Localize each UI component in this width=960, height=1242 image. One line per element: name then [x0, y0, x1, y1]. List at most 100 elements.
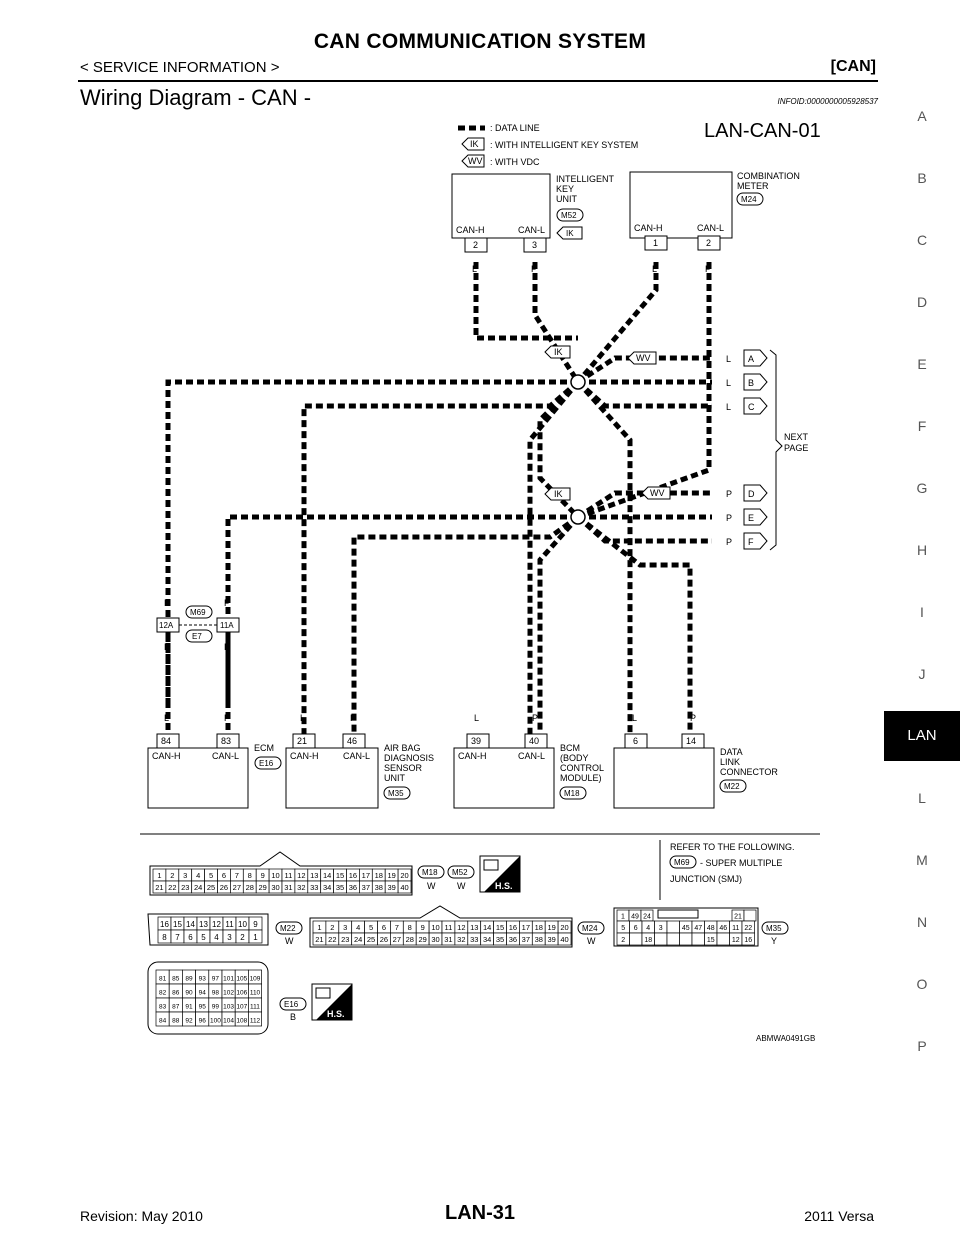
dlc-can-l-wire	[576, 515, 693, 735]
ik-pin-l-label: 3	[532, 240, 537, 250]
refer-line-2: - SUPER MULTIPLE	[700, 858, 782, 868]
airbag-name-2: DIAGNOSIS	[384, 753, 434, 763]
e16-pin-number: 107	[236, 1004, 247, 1011]
dlc-box	[613, 747, 715, 809]
joint-conn-bot: E7	[192, 632, 202, 641]
hs-symbol-upper: H.S.	[479, 855, 521, 893]
dlc-name-1: DATA	[720, 747, 743, 757]
face40-lower-pin-number: 21	[315, 935, 323, 944]
face40-upper-pin-number: 5	[209, 871, 213, 880]
next-wire-c: L	[726, 402, 731, 412]
index-letter-i[interactable]: I	[920, 604, 924, 620]
e16-pin-number: 101	[223, 976, 234, 983]
face-m18-color: W	[427, 881, 436, 891]
m35-r3-pin-number: 16	[744, 937, 752, 944]
index-letter-lan-active[interactable]: LAN	[884, 711, 960, 761]
m35-r2-pin-number: 22	[744, 925, 752, 932]
meter-wire-h-color: L	[652, 264, 657, 274]
meter-pin-h	[644, 235, 668, 251]
index-letter-p[interactable]: P	[917, 1038, 927, 1054]
face40-upper-pin-number: 35	[336, 883, 344, 892]
meter-can-l-label: CAN-L	[697, 223, 724, 233]
m35-r3-cell	[691, 932, 705, 946]
face16-pin-number: 10	[238, 920, 247, 929]
bcm-can-l-wire	[537, 515, 580, 735]
index-letter-l[interactable]: L	[918, 790, 926, 806]
m35-r1a-pin-number: 49	[631, 913, 639, 920]
face16-pin-number: 4	[214, 933, 219, 942]
m35-r2-pin-number: 4	[646, 925, 650, 932]
dlc-name-3: CONNECTOR	[720, 767, 778, 777]
wiring-diagram: .w{fill:none;stroke:#000;stroke-width:5;…	[140, 120, 821, 1043]
ik-pin-h-label: 2	[473, 240, 478, 250]
meter-conn-oval	[736, 192, 764, 206]
index-letter-c[interactable]: C	[916, 232, 928, 248]
face-m52-label: M52	[452, 868, 468, 877]
m35-r3-pin-number: 18	[644, 937, 652, 944]
dlc-wire-l-color: P	[690, 713, 696, 723]
e16-pin-number: 90	[185, 990, 193, 997]
face40-lower-pin-number: 25	[367, 935, 375, 944]
meter-conn: M24	[741, 195, 757, 204]
index-letter-f[interactable]: F	[917, 418, 927, 434]
next-wire-d: P	[726, 489, 732, 499]
e16-pin-number: 106	[236, 990, 247, 997]
airbag-can-l-wire	[351, 514, 580, 735]
face40-lower-pin-number: 18	[535, 923, 543, 932]
index-letter-o[interactable]: O	[916, 976, 928, 992]
face16-pin-number: 9	[253, 920, 258, 929]
face16-pin-number: 7	[175, 933, 180, 942]
face40-upper-pin-number: 30	[271, 883, 279, 892]
airbag-name-3: SENSOR	[384, 763, 423, 773]
face40-lower-pin-number: 32	[457, 935, 465, 944]
index-letter-m[interactable]: M	[916, 852, 928, 868]
face16-pin-number: 6	[188, 933, 193, 942]
legend-ik-desc: : WITH INTELLIGENT KEY SYSTEM	[490, 140, 638, 150]
ik-unit-tag: IK	[566, 229, 574, 238]
e16-pin-number: 87	[172, 1004, 180, 1011]
face40-lower-pin-number: 31	[444, 935, 452, 944]
e16-pin-number: 96	[199, 1018, 207, 1025]
face40-lower-pin-number: 27	[393, 935, 401, 944]
index-letter-d[interactable]: D	[916, 294, 928, 310]
index-letter-e[interactable]: E	[917, 356, 927, 372]
index-letter-h[interactable]: H	[916, 542, 928, 558]
intelligent-key-unit: INTELLIGENT KEY UNIT M52 IK CAN-H CAN-L …	[451, 173, 615, 274]
legend-ik-shape	[461, 137, 485, 151]
m35-r3-cell	[679, 932, 693, 946]
e16-pin-number: 89	[185, 976, 193, 983]
e16-pin-number: 98	[212, 990, 220, 997]
index-letter-j[interactable]: J	[918, 666, 926, 682]
face-e16-color: B	[290, 1012, 296, 1022]
face40-upper-pin-number: 4	[196, 871, 200, 880]
index-letter-n[interactable]: N	[916, 914, 928, 930]
face40-upper-pin-number: 1	[157, 871, 161, 880]
next-wire-a: L	[726, 354, 731, 364]
airbag-conn: M35	[388, 789, 404, 798]
index-letter-a[interactable]: A	[917, 108, 927, 124]
bcm-can-h-wire	[527, 380, 580, 735]
face16-pin-number: 11	[225, 920, 234, 929]
index-letter-g[interactable]: G	[916, 480, 928, 496]
airbag-can-h-label: CAN-H	[290, 751, 319, 761]
e16-pin-number: 95	[199, 1004, 207, 1011]
face16-pin-number: 15	[173, 920, 182, 929]
index-letter-b[interactable]: B	[917, 170, 927, 186]
face40-lower-pin-number: 39	[547, 935, 555, 944]
m35-r3-cell	[716, 932, 730, 946]
m35-latch	[657, 909, 699, 919]
airbag-wire-l-color: P	[350, 713, 356, 723]
e16-pin-number: 103	[223, 1004, 234, 1011]
bcm-pin-l-label: 40	[529, 736, 539, 746]
airbag-wire-h-color: L	[300, 713, 305, 723]
meter-pin-l-label: 2	[706, 238, 711, 248]
face40-upper-pin-number: 21	[155, 883, 163, 892]
face40-upper-pin-number: 38	[375, 883, 383, 892]
page-title: CAN COMMUNICATION SYSTEM	[313, 30, 647, 53]
refer-conn-oval	[669, 855, 697, 869]
meter-box	[629, 171, 733, 239]
e16-pin-number: 93	[199, 976, 207, 983]
m35-r3-cell	[629, 932, 643, 946]
face40-lower-pin-number: 16	[509, 923, 517, 932]
